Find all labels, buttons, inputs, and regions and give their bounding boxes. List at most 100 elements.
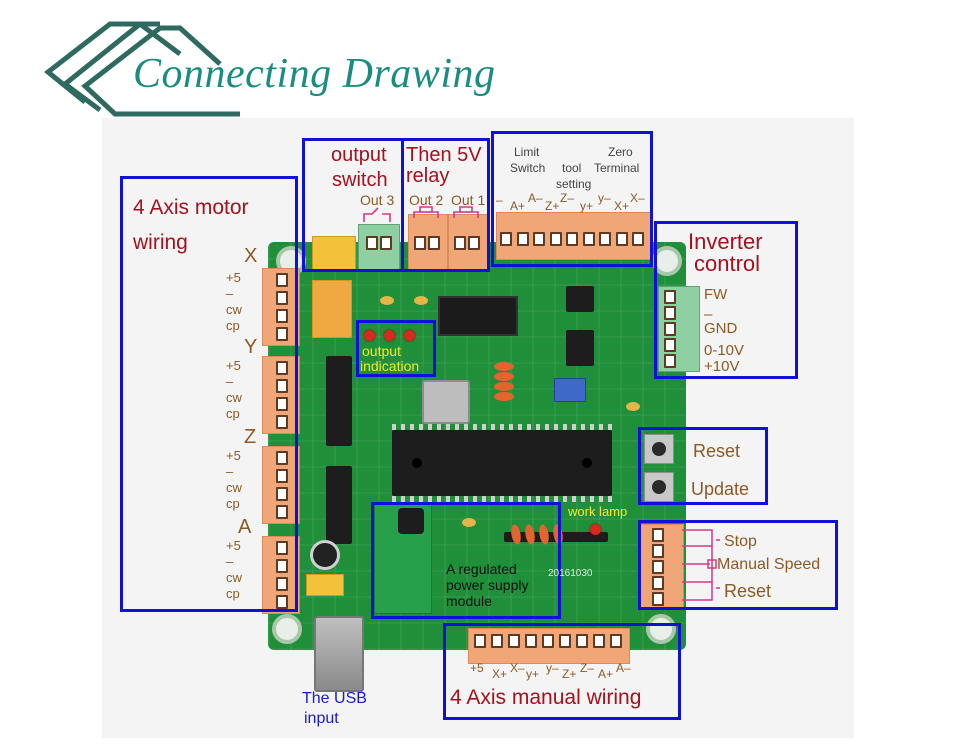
buttons-callout — [638, 427, 768, 505]
reset-input-label: Reset — [724, 581, 772, 601]
axis-letter-y: Y — [244, 336, 258, 358]
relay-title-2: relay — [406, 165, 450, 187]
terminal-slot — [276, 451, 288, 465]
power-module-label-3: module — [446, 593, 492, 609]
motor-pin-label: +5 — [226, 448, 241, 463]
ic-chip-left-lower — [326, 466, 352, 544]
terminal-slot — [276, 595, 288, 609]
terminal-slot — [559, 634, 571, 648]
axis-letter-a: A — [238, 516, 252, 538]
work-lamp-led — [590, 524, 601, 535]
terminal-slot — [664, 338, 676, 352]
output-led-3 — [404, 330, 415, 341]
manual-pin-label: Z+ — [562, 667, 577, 681]
capacitor — [626, 402, 640, 411]
limit-pin-label: X+ — [614, 199, 630, 213]
crystal-oscillator — [422, 380, 470, 424]
terminal-slot — [276, 415, 288, 429]
motor-pin-label: cw — [226, 480, 242, 495]
relay-body-2 — [312, 280, 352, 338]
mounting-hole — [272, 614, 302, 644]
inverter-pin-label: – — [704, 306, 713, 323]
tool-label: tool — [562, 161, 582, 175]
reset-button-label: Reset — [693, 441, 741, 461]
terminal-slot — [525, 634, 537, 648]
terminal-slot — [276, 397, 288, 411]
motor-pin-label: – — [226, 554, 234, 569]
potentiometer — [554, 378, 586, 402]
limit-pin-label: y+ — [580, 199, 594, 213]
motor-pin-label: +5 — [226, 270, 241, 285]
terminal-slot — [276, 309, 288, 323]
switch-label: Switch — [510, 161, 546, 175]
terminal-slot — [276, 505, 288, 519]
usb-port[interactable] — [314, 616, 364, 692]
terminal-slot — [474, 634, 486, 648]
terminal-slot — [276, 379, 288, 393]
electrolytic-capacitor — [310, 540, 340, 570]
limit-pin-label: y– — [598, 191, 611, 205]
mounting-hole — [646, 614, 676, 644]
output-indication-label: output — [362, 343, 401, 359]
axis-letter-z: Z — [244, 426, 257, 448]
manual-pin-label: X+ — [492, 667, 508, 681]
relay-body — [312, 236, 356, 270]
inverter-pin-label: FW — [704, 286, 728, 303]
reset-push-button[interactable] — [644, 434, 674, 464]
relay-title: Then 5V — [406, 144, 482, 166]
output-switch-title-2: switch — [332, 169, 388, 191]
terminal-slot — [599, 232, 611, 246]
motor-pin-label: +5 — [226, 358, 241, 373]
manual-pin-label: A+ — [598, 667, 614, 681]
inverter-callout — [654, 221, 798, 379]
pin-header — [438, 296, 518, 336]
terminal-slot — [652, 544, 664, 558]
capacitor — [380, 296, 394, 305]
inverter-title-2: control — [694, 251, 761, 276]
limit-pin-label: X– — [630, 191, 645, 205]
limit-label: Limit — [514, 145, 540, 159]
manual-wiring-title: 4 Axis manual wiring — [450, 686, 642, 709]
terminal-slot — [491, 634, 503, 648]
manual-pin-label: y+ — [526, 667, 540, 681]
manual-wiring-callout — [443, 623, 681, 720]
terminal-slot — [582, 232, 595, 246]
work-lamp-label: work lamp — [568, 504, 628, 519]
power-module-callout — [371, 502, 561, 619]
terminal-slot — [576, 634, 588, 648]
out2-label: Out 2 — [409, 192, 444, 208]
terminal-slot — [276, 327, 288, 341]
terminal-label: Terminal — [594, 161, 640, 175]
usb-label-2: input — [304, 710, 339, 727]
limit-switch-callout — [491, 131, 653, 267]
terminal-slot — [276, 541, 288, 555]
output-led-1 — [364, 330, 375, 341]
terminal-slot — [276, 469, 288, 483]
terminal-slot — [508, 634, 520, 648]
zero-label: Zero — [608, 145, 633, 159]
limit-pin-label: A– — [528, 191, 543, 205]
motor-pin-label: cw — [226, 390, 242, 405]
update-push-button[interactable] — [644, 472, 674, 502]
terminal-slot — [664, 306, 676, 320]
control-inputs-callout — [638, 520, 838, 610]
terminal-slot — [652, 576, 664, 590]
capacitor — [494, 372, 514, 381]
terminal-slot — [610, 634, 622, 648]
manual-pin-label: y– — [546, 661, 559, 675]
out1-label: Out 1 — [451, 192, 486, 208]
limit-pin-label: Z– — [560, 191, 575, 205]
manual-pin-label: A– — [616, 661, 631, 675]
power-module-label: A regulated — [446, 561, 517, 577]
terminal-slot — [664, 322, 676, 336]
motor-wiring-title: 4 Axis motor — [133, 196, 249, 219]
limit-pin-label: Z+ — [545, 199, 560, 213]
terminal-slot — [516, 232, 529, 246]
usb-label: The USB — [302, 690, 367, 707]
out3-terminal — [358, 224, 400, 270]
mcu-pins-bottom — [392, 496, 612, 502]
stop-label: Stop — [724, 533, 757, 550]
inverter-pin-label: GND — [704, 320, 738, 337]
terminal-slot — [276, 577, 288, 591]
terminal-slot — [454, 236, 466, 250]
